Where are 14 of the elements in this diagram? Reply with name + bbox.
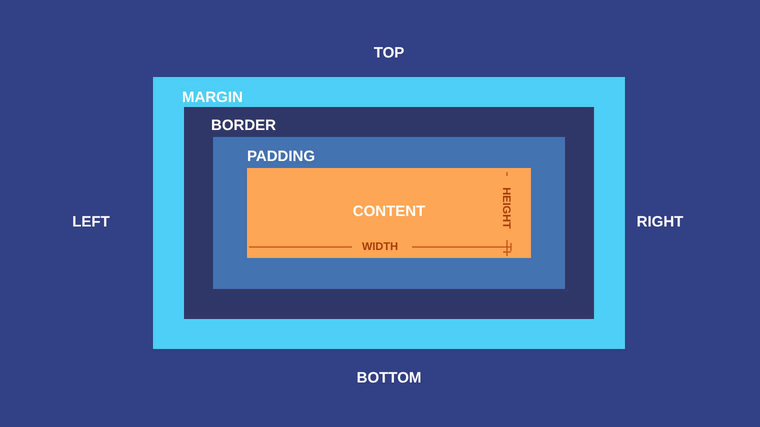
margin-box <box>153 77 625 349</box>
side-label: BOTTOM <box>356 370 422 386</box>
side-label: RIGHT <box>636 214 684 230</box>
box-heading: BORDER <box>211 117 276 134</box>
side-label: LEFT <box>72 214 110 230</box>
content-box <box>247 168 531 258</box>
box-heading: MARGIN <box>182 89 243 106</box>
side-label: TOP <box>374 44 404 62</box>
border-box <box>184 107 594 319</box>
padding-box <box>213 137 565 289</box>
box-heading: PADDING <box>247 148 316 165</box>
box-heading: CONTENT <box>352 203 426 220</box>
dimension-label: HEIGHT <box>500 187 512 229</box>
dimension-label: WIDTH <box>362 241 398 253</box>
